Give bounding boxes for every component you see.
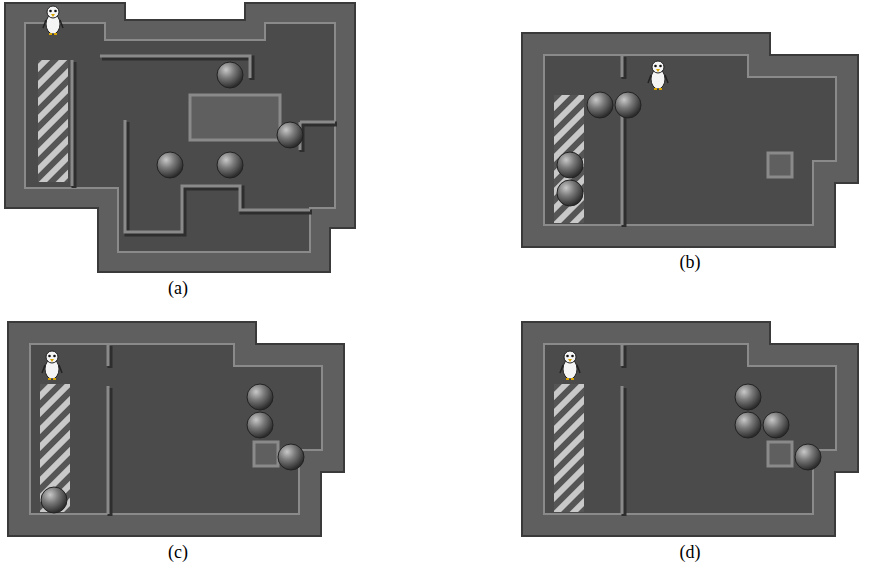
level-c [8, 322, 344, 536]
ball [41, 487, 67, 513]
ball [735, 412, 761, 438]
floor [25, 23, 335, 252]
ball [277, 122, 303, 148]
outer-wall [5, 3, 355, 272]
outer-wall [522, 322, 858, 536]
wall-block [254, 442, 278, 466]
goal-area [38, 60, 68, 182]
inner-wall [107, 344, 110, 366]
penguin [43, 6, 63, 34]
penguin [42, 351, 62, 379]
goal-area [40, 384, 70, 512]
penguin [648, 61, 668, 89]
ball [247, 384, 273, 410]
ball [795, 444, 821, 470]
ball [735, 384, 761, 410]
penguin [560, 351, 580, 379]
level-d [522, 322, 858, 536]
ball [615, 92, 641, 118]
ball [557, 180, 583, 206]
goal-area [554, 95, 584, 223]
inner-wall [107, 386, 110, 514]
wall-shadow [302, 124, 337, 152]
ball [763, 412, 789, 438]
inner-wall [71, 60, 74, 186]
wall-block [190, 95, 280, 140]
ball [217, 152, 243, 178]
inner-wall [621, 55, 624, 77]
inner-wall [621, 344, 624, 366]
ball [157, 152, 183, 178]
level-a [5, 3, 355, 272]
wall-block [768, 153, 792, 177]
outer-wall [8, 322, 344, 536]
ball [587, 92, 613, 118]
ball [217, 62, 243, 88]
floor [544, 55, 836, 225]
goal-area [554, 384, 584, 512]
inner-wall [621, 386, 624, 514]
ball [557, 152, 583, 178]
level-b [522, 33, 858, 247]
floor [30, 344, 322, 514]
floor [544, 344, 836, 514]
outer-wall [522, 33, 858, 247]
ball [278, 444, 304, 470]
panel-label: (c) [168, 542, 188, 563]
panel-label: (d) [680, 542, 701, 563]
ball [247, 412, 273, 438]
inner-wall [300, 122, 335, 150]
panel-label: (b) [680, 252, 701, 273]
wall-block [768, 442, 792, 466]
panel-label: (a) [168, 278, 188, 299]
